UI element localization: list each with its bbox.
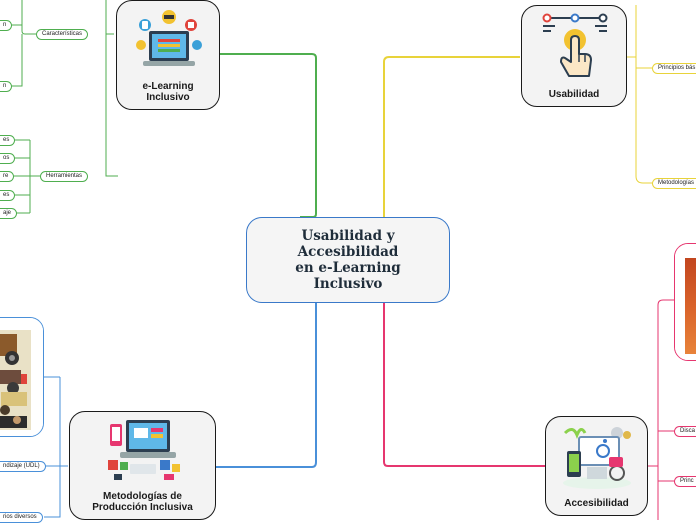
connector-accesibilidad: [383, 303, 545, 467]
subtopic-herramientas-2[interactable]: os: [0, 153, 16, 164]
subtopic-herramientas-4[interactable]: es: [0, 190, 16, 201]
connector-elearning: [220, 53, 317, 218]
central-topic-label: Usabilidad y Accesibilidad en e-Learning…: [295, 228, 401, 292]
orange-photo-node[interactable]: [674, 243, 696, 361]
topic-caracteristicas[interactable]: Características: [36, 29, 89, 40]
node-usabilidad[interactable]: Usabilidad: [521, 5, 627, 107]
connector-metodologias: [216, 303, 317, 468]
node-elearning[interactable]: e-Learning Inclusivo: [116, 0, 220, 110]
node-accesibilidad[interactable]: Accesibilidad: [545, 416, 648, 516]
node-accesibilidad-label: Accesibilidad: [564, 498, 629, 509]
accessibility-devices-icon: [563, 427, 631, 489]
subtopic-herramientas-3[interactable]: re: [0, 171, 15, 182]
devices-production-icon: [108, 420, 180, 480]
touch-hand-icon: [542, 13, 608, 77]
topic-herramientas[interactable]: Herramientas: [40, 171, 89, 182]
subtopic-herramientas-5[interactable]: aje: [0, 208, 18, 219]
topic-principios-basicos[interactable]: Principios bás: [652, 63, 696, 74]
classroom-photo: [0, 318, 43, 436]
subtopic-caracteristicas-1[interactable]: n: [0, 20, 13, 31]
central-topic[interactable]: Usabilidad y Accesibilidad en e-Learning…: [246, 217, 450, 303]
topic-udl[interactable]: ndizaje (UDL): [0, 461, 46, 472]
subtopic-herramientas-1[interactable]: es: [0, 135, 16, 146]
node-metodologias[interactable]: Metodologías de Producción Inclusiva: [69, 411, 216, 520]
node-usabilidad-label: Usabilidad: [548, 89, 600, 100]
node-elearning-label: e-Learning Inclusivo: [142, 81, 194, 103]
classroom-photo-node[interactable]: [0, 317, 44, 437]
laptop-education-icon: [136, 10, 202, 66]
node-metodologias-label: Metodologías de Producción Inclusiva: [92, 491, 193, 513]
subtopic-caracteristicas-2[interactable]: n: [0, 81, 13, 92]
topic-discapacidades[interactable]: Disca: [674, 426, 696, 437]
topic-usuarios-diversos[interactable]: rios diversos: [0, 512, 43, 523]
topic-metodologias-usabilidad[interactable]: Metodologías: [652, 178, 696, 189]
topic-principios-accesibilidad[interactable]: Princ: [674, 476, 696, 487]
connector-usabilidad: [383, 56, 520, 217]
orange-photo: [675, 244, 696, 360]
